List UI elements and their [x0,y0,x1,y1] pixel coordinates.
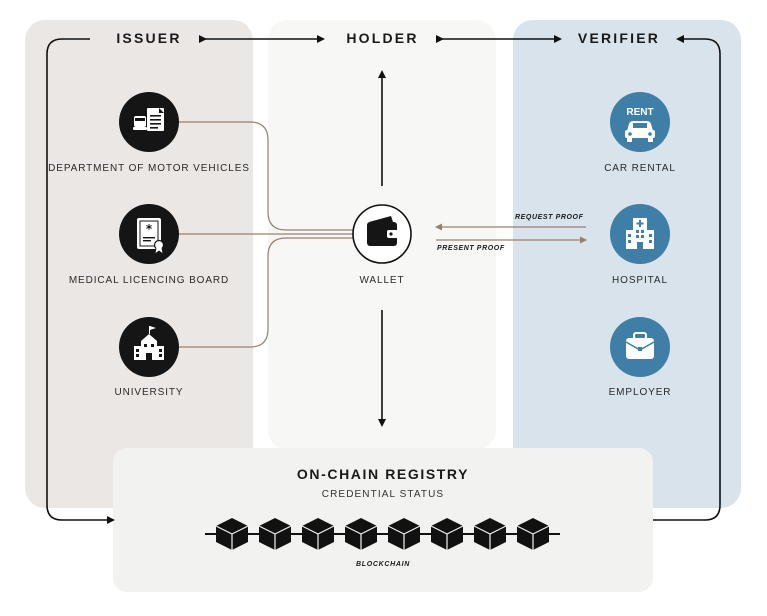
blockchain-label: BLOCKCHAIN [355,561,411,568]
block-cube-icon [473,518,507,550]
block-cube-icon [387,518,421,550]
block-cube-icon [258,518,292,550]
block-cube-icon [301,518,335,550]
car-rental-icon: RENT [610,92,670,152]
briefcase-icon [610,317,670,377]
university-building-icon [119,317,179,377]
verifier-label-employer: EMPLOYER [608,387,672,398]
holder-title: HOLDER [346,30,419,46]
registry-verifier-loop [653,35,721,521]
block-cube-icon [344,518,378,550]
block-cube-icon [516,518,550,550]
request-proof-label: REQUEST PROOF [515,214,584,221]
registry-title: ON-CHAIN REGISTRY [296,466,470,482]
registry-subtitle: CREDENTIAL STATUS [321,489,445,500]
wallet-icon [352,204,412,264]
medical-certificate-icon: * [119,204,179,264]
vehicle-documents-icon [119,92,179,152]
verifier-title: VERIFIER [577,30,661,46]
issuer-label-medical: MEDICAL LICENCING BOARD [68,275,230,286]
block-cube-icon [215,518,249,550]
dmv-wallet-connector [178,121,353,231]
present-proof-label: PRESENT PROOF [437,245,505,252]
issuer-title: ISSUER [116,30,182,46]
rent-badge-text: RENT [626,107,653,118]
verifier-label-car-rental: CAR RENTAL [604,163,676,174]
issuer-registry-loop [46,38,115,524]
blockchain-chain [205,518,560,550]
issuer-label-dmv: DEPARTMENT OF MOTOR VEHICLES [48,163,250,174]
university-wallet-connector [178,237,353,348]
issuer-label-university: UNIVERSITY [114,387,184,398]
verifier-label-hospital: HOSPITAL [612,275,668,286]
block-cube-icon [430,518,464,550]
holder-label-wallet: WALLET [359,275,405,286]
hospital-icon [610,204,670,264]
svg-text:*: * [146,222,153,236]
registry-panel [113,448,653,592]
